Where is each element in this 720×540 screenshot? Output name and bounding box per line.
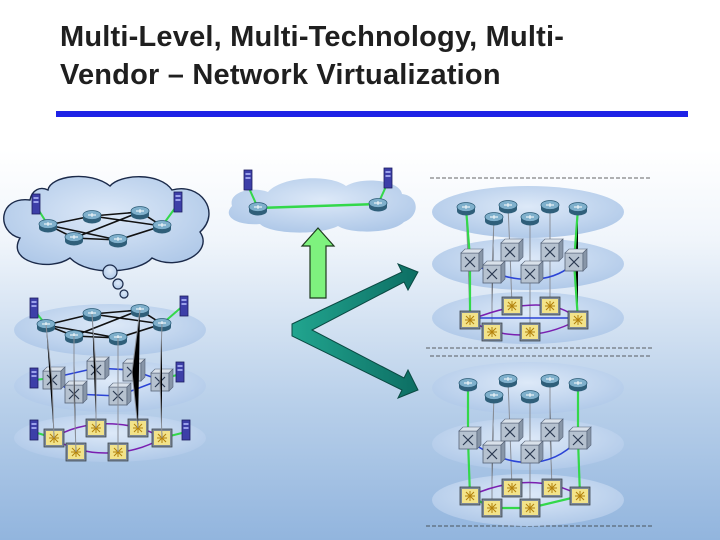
title-line-1: Multi-Level, Multi-Technology, Multi- bbox=[60, 21, 565, 53]
slide-title: Multi-Level, Multi-Technology, Multi- Ve… bbox=[60, 18, 700, 94]
title-line-2: Vendor – Network Virtualization bbox=[60, 59, 501, 91]
thought-cloud-icon bbox=[3, 175, 210, 299]
left-optical-layer bbox=[14, 414, 206, 462]
left-vertical-links bbox=[45, 309, 163, 453]
right-stack-top bbox=[426, 177, 652, 349]
virtual-topology-in-cloud bbox=[31, 191, 183, 248]
up-arrow-icon bbox=[300, 227, 336, 299]
left-atm-layer bbox=[14, 356, 206, 412]
service-topology-cloud bbox=[228, 167, 416, 233]
title-rule bbox=[56, 111, 688, 117]
left-ip-layer bbox=[14, 295, 206, 356]
right-stack-bottom bbox=[426, 355, 652, 527]
split-arrow-icon bbox=[291, 263, 419, 399]
